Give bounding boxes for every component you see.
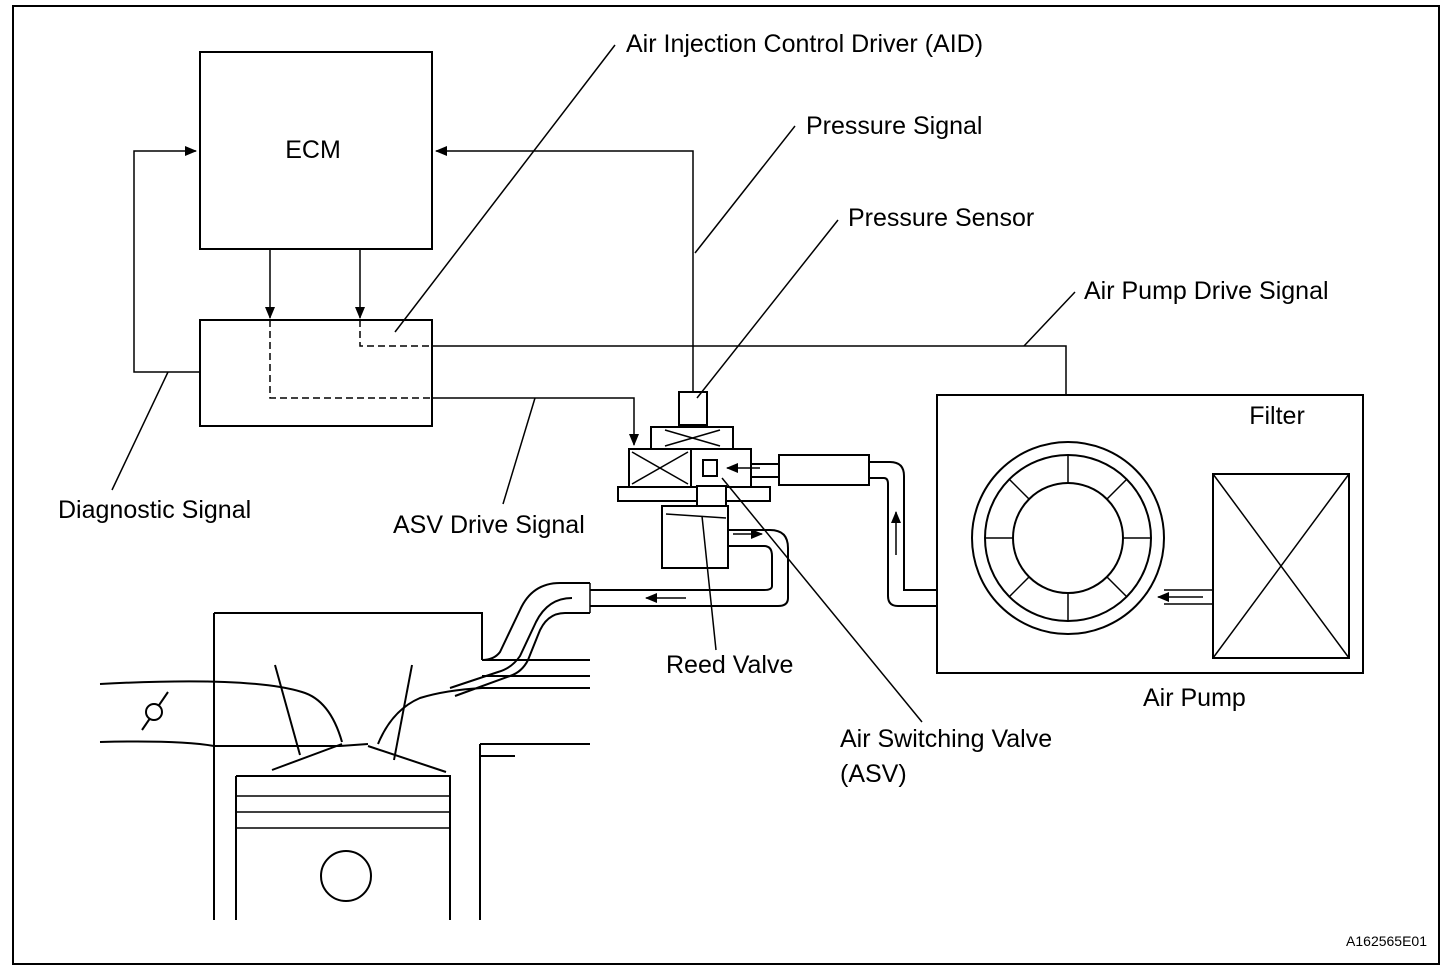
asv-label-line-2: (ASV) (840, 760, 907, 788)
pressure-signal-line (435, 146, 694, 392)
diagnostic-signal-line (133, 146, 200, 373)
throttle-valve (141, 691, 169, 731)
ecm-box: ECM (199, 51, 433, 250)
figure-frame (12, 5, 1440, 965)
pressure-signal-label: Pressure Signal (806, 112, 982, 140)
asv-label-line-1: Air Switching Valve (840, 725, 1052, 753)
ecm-label: ECM (285, 136, 341, 164)
aid-internal-path-asv (269, 320, 432, 399)
pressure-sensor-label: Pressure Sensor (848, 204, 1034, 232)
aid-label: Air Injection Control Driver (AID) (626, 30, 983, 58)
aid-box (199, 319, 433, 427)
pressure-sensor (678, 391, 708, 426)
air-injection-pipe (449, 529, 789, 697)
air-pump-label: Air Pump (1143, 684, 1246, 712)
diagnostic-signal-label: Diagnostic Signal (58, 496, 251, 524)
reed-valve-label: Reed Valve (666, 651, 793, 679)
air-switching-valve (617, 426, 771, 569)
asv-drive-signal-line (432, 397, 639, 446)
air-pump-unit: Filter (936, 394, 1364, 674)
filter-label: Filter (1249, 402, 1305, 430)
engine-cylinder (99, 612, 590, 920)
air-hose-pump-to-asv (751, 454, 986, 607)
figure-id: A162565E01 (1346, 933, 1427, 949)
aid-internal-path-pump (359, 320, 432, 347)
leader-lines (111, 44, 1076, 723)
air-pump-rotor-vanes (985, 455, 1151, 621)
air-pump-drive-signal-label: Air Pump Drive Signal (1084, 277, 1329, 305)
asv-drive-signal-label: ASV Drive Signal (393, 511, 585, 539)
air-filter (1212, 473, 1350, 659)
